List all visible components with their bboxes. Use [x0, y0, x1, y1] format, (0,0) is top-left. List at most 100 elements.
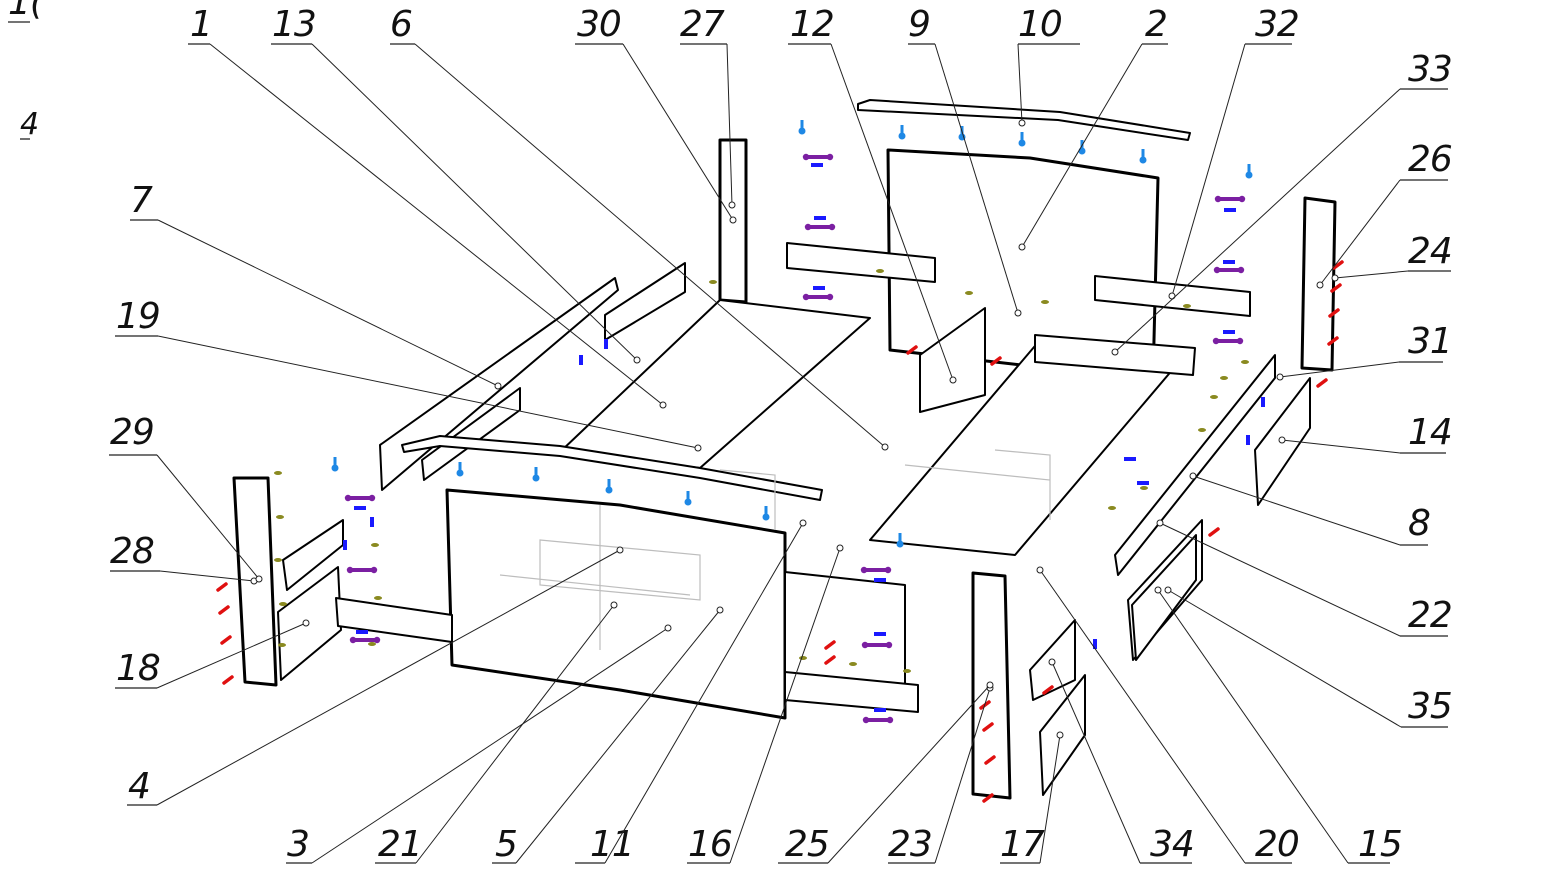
svg-text:4: 4	[20, 107, 38, 142]
connector-bolt-icon	[862, 716, 894, 724]
callout-28: 28	[110, 531, 258, 585]
leader-line-1	[209, 43, 664, 406]
callout-label-1: 1	[190, 4, 212, 45]
leader-line-11	[604, 522, 804, 864]
callout-8: 8	[1189, 472, 1431, 546]
part-base-right	[869, 339, 1186, 556]
callout-24: 24	[1331, 231, 1453, 282]
part-side-rail-right	[1114, 354, 1276, 576]
callout-22: 22	[1156, 519, 1453, 637]
connector-bolt-icon	[802, 153, 834, 161]
callout-6: 6	[390, 4, 889, 451]
connector-bolt-icon	[349, 636, 381, 644]
cam-lock-icon	[579, 355, 583, 365]
confirmat-screw-icon	[903, 669, 911, 673]
callout-label-17: 17	[1000, 824, 1045, 865]
cam-lock-icon	[1224, 208, 1236, 212]
callout-33: 33	[1111, 49, 1453, 356]
callout-26: 26	[1316, 139, 1453, 289]
connector-bolt-icon	[860, 566, 892, 574]
leader-point-17	[1056, 731, 1064, 739]
leader-point-3	[664, 624, 672, 632]
leader-line-34	[1051, 661, 1141, 864]
connector-bolt-icon	[344, 494, 376, 502]
keyhole-hanger-icon	[456, 462, 464, 477]
leader-line-16	[729, 547, 841, 864]
connector-bolt-icon	[1213, 266, 1245, 274]
cam-lock-icon	[1124, 457, 1136, 461]
leader-line-26	[1319, 179, 1401, 286]
leader-line-23	[934, 687, 991, 864]
confirmat-screw-icon	[278, 643, 286, 647]
callout-label-23: 23	[888, 824, 932, 865]
keyhole-hanger-icon	[331, 457, 339, 472]
cam-lock-icon	[874, 632, 886, 636]
callout-34: 34	[1048, 658, 1195, 865]
callout-label-13: 13	[272, 4, 316, 45]
cam-lock-icon	[1137, 481, 1149, 485]
part-headboard-panel	[886, 148, 1160, 382]
confirmat-screw-icon	[876, 269, 884, 273]
leader-point-16	[836, 544, 844, 552]
parts-layer	[232, 99, 1337, 800]
confirmat-screw-icon	[279, 602, 287, 606]
callout-label-24: 24	[1408, 231, 1452, 272]
keyhole-hanger-icon	[762, 506, 770, 521]
leader-line-35	[1167, 589, 1402, 728]
leader-point-34	[1048, 658, 1056, 666]
leader-line-8	[1192, 475, 1401, 546]
leader-point-1	[659, 401, 667, 409]
callout-1: 1	[188, 4, 667, 409]
callout-label-19: 19	[116, 296, 160, 337]
leader-point-24	[1331, 274, 1339, 282]
leader-line-29	[156, 454, 260, 580]
leader-line-3	[311, 627, 669, 864]
confirmat-screw-icon	[709, 280, 717, 284]
dowel-icon	[218, 605, 230, 615]
part-side-panel-15	[1131, 534, 1197, 661]
callout-4: 4	[127, 546, 624, 807]
leader-point-27	[728, 201, 736, 209]
dowel-icon	[1208, 527, 1220, 537]
keyhole-hanger-icon	[605, 479, 613, 494]
callout-label-28: 28	[110, 531, 154, 572]
leader-line-25	[827, 684, 991, 864]
callout-15: 15	[1154, 586, 1403, 865]
dowel-icon	[1332, 260, 1344, 270]
dowel-icon	[1330, 283, 1342, 293]
leader-line-28	[159, 570, 255, 582]
callout-label-14: 14	[1408, 412, 1452, 453]
keyhole-hanger-icon	[1018, 132, 1026, 147]
cam-lock-icon	[813, 286, 825, 290]
part-crossbar-left	[786, 242, 936, 283]
leader-point-4	[616, 546, 624, 554]
leader-point-30	[729, 216, 737, 224]
dowel-icon	[906, 345, 918, 355]
callout-label-4: 4	[128, 766, 150, 807]
leader-line-14	[1281, 439, 1401, 454]
leader-point-33	[1111, 348, 1119, 356]
dowel-icon	[824, 655, 836, 665]
callout-35: 35	[1164, 586, 1453, 728]
cam-lock-icon	[874, 708, 886, 712]
callout-label-29: 29	[110, 412, 154, 453]
callout-29: 29	[109, 412, 263, 583]
keyhole-hanger-icon	[896, 533, 904, 548]
confirmat-screw-icon	[371, 543, 379, 547]
confirmat-screw-icon	[1041, 300, 1049, 304]
callout-label-8: 8	[1408, 503, 1430, 544]
callout-label-6: 6	[390, 4, 412, 45]
callout-11: 11	[575, 519, 807, 865]
leader-point-25	[986, 681, 994, 689]
dowel-icon	[982, 722, 994, 732]
callout-25: 25	[778, 681, 994, 865]
callout-17: 17	[1000, 731, 1064, 865]
leader-point-21	[610, 601, 618, 609]
dowel-icon	[1328, 308, 1340, 318]
callout-20: 20	[1036, 566, 1300, 865]
leader-point-9	[1014, 309, 1022, 317]
cam-lock-icon	[1223, 260, 1235, 264]
leader-point-11	[799, 519, 807, 527]
cam-lock-icon	[874, 578, 886, 582]
cam-lock-icon	[811, 163, 823, 167]
